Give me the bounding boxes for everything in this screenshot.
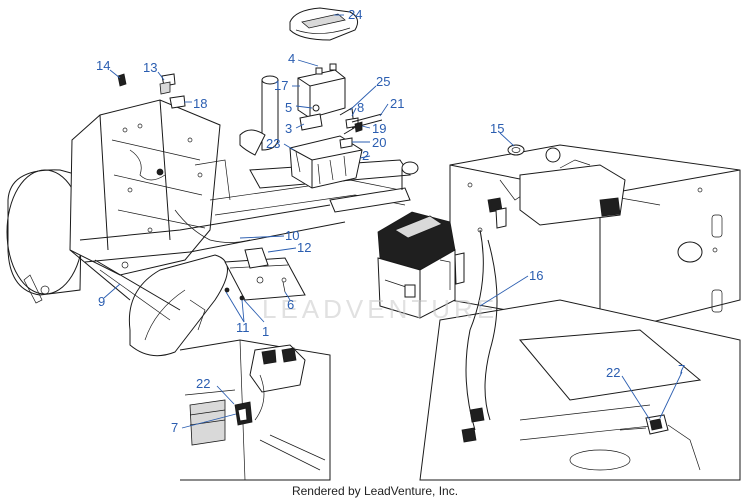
callout-1: 1 [262, 324, 269, 339]
callout-10: 10 [285, 228, 299, 243]
callout-7-left: 7 [171, 420, 178, 435]
callout-18: 18 [193, 96, 207, 111]
callout-16: 16 [529, 268, 543, 283]
watermark-text: LEADVENTURE [262, 294, 498, 324]
callout-labels: 24 4 14 13 17 25 18 5 8 21 3 19 23 20 2 … [96, 7, 685, 435]
callout-15: 15 [490, 121, 504, 136]
callout-8: 8 [357, 100, 364, 115]
callout-17: 17 [274, 78, 288, 93]
callout-4: 4 [288, 51, 295, 66]
battery-mounting-plate [224, 247, 306, 301]
callout-12: 12 [297, 240, 311, 255]
footer-credit: Rendered by LeadVenture, Inc. [291, 484, 459, 498]
callout-24: 24 [348, 7, 362, 22]
callout-13: 13 [143, 60, 157, 75]
callout-25: 25 [376, 74, 390, 89]
callout-22-right: 22 [606, 365, 620, 380]
callout-3: 3 [285, 121, 292, 136]
callout-21: 21 [390, 96, 404, 111]
callout-7-right: 7 [678, 362, 685, 377]
callout-19: 19 [372, 121, 386, 136]
callout-20: 20 [372, 135, 386, 150]
switch-parts [117, 73, 186, 109]
connector-detail-right [619, 414, 701, 471]
battery-installed-view [377, 211, 465, 319]
callout-11: 11 [236, 320, 250, 335]
callout-14: 14 [96, 58, 110, 73]
callout-6: 6 [287, 297, 294, 312]
callout-23: 23 [266, 136, 280, 151]
battery-assembly [289, 7, 383, 189]
inset-view-left [179, 339, 331, 481]
mower-frame-left [6, 75, 419, 357]
callout-22-left: 22 [196, 376, 210, 391]
leader-lines [103, 14, 683, 429]
callout-9: 9 [98, 294, 105, 309]
callout-5: 5 [285, 100, 292, 115]
mower-frame-right [419, 144, 741, 481]
callout-2: 2 [362, 148, 369, 163]
